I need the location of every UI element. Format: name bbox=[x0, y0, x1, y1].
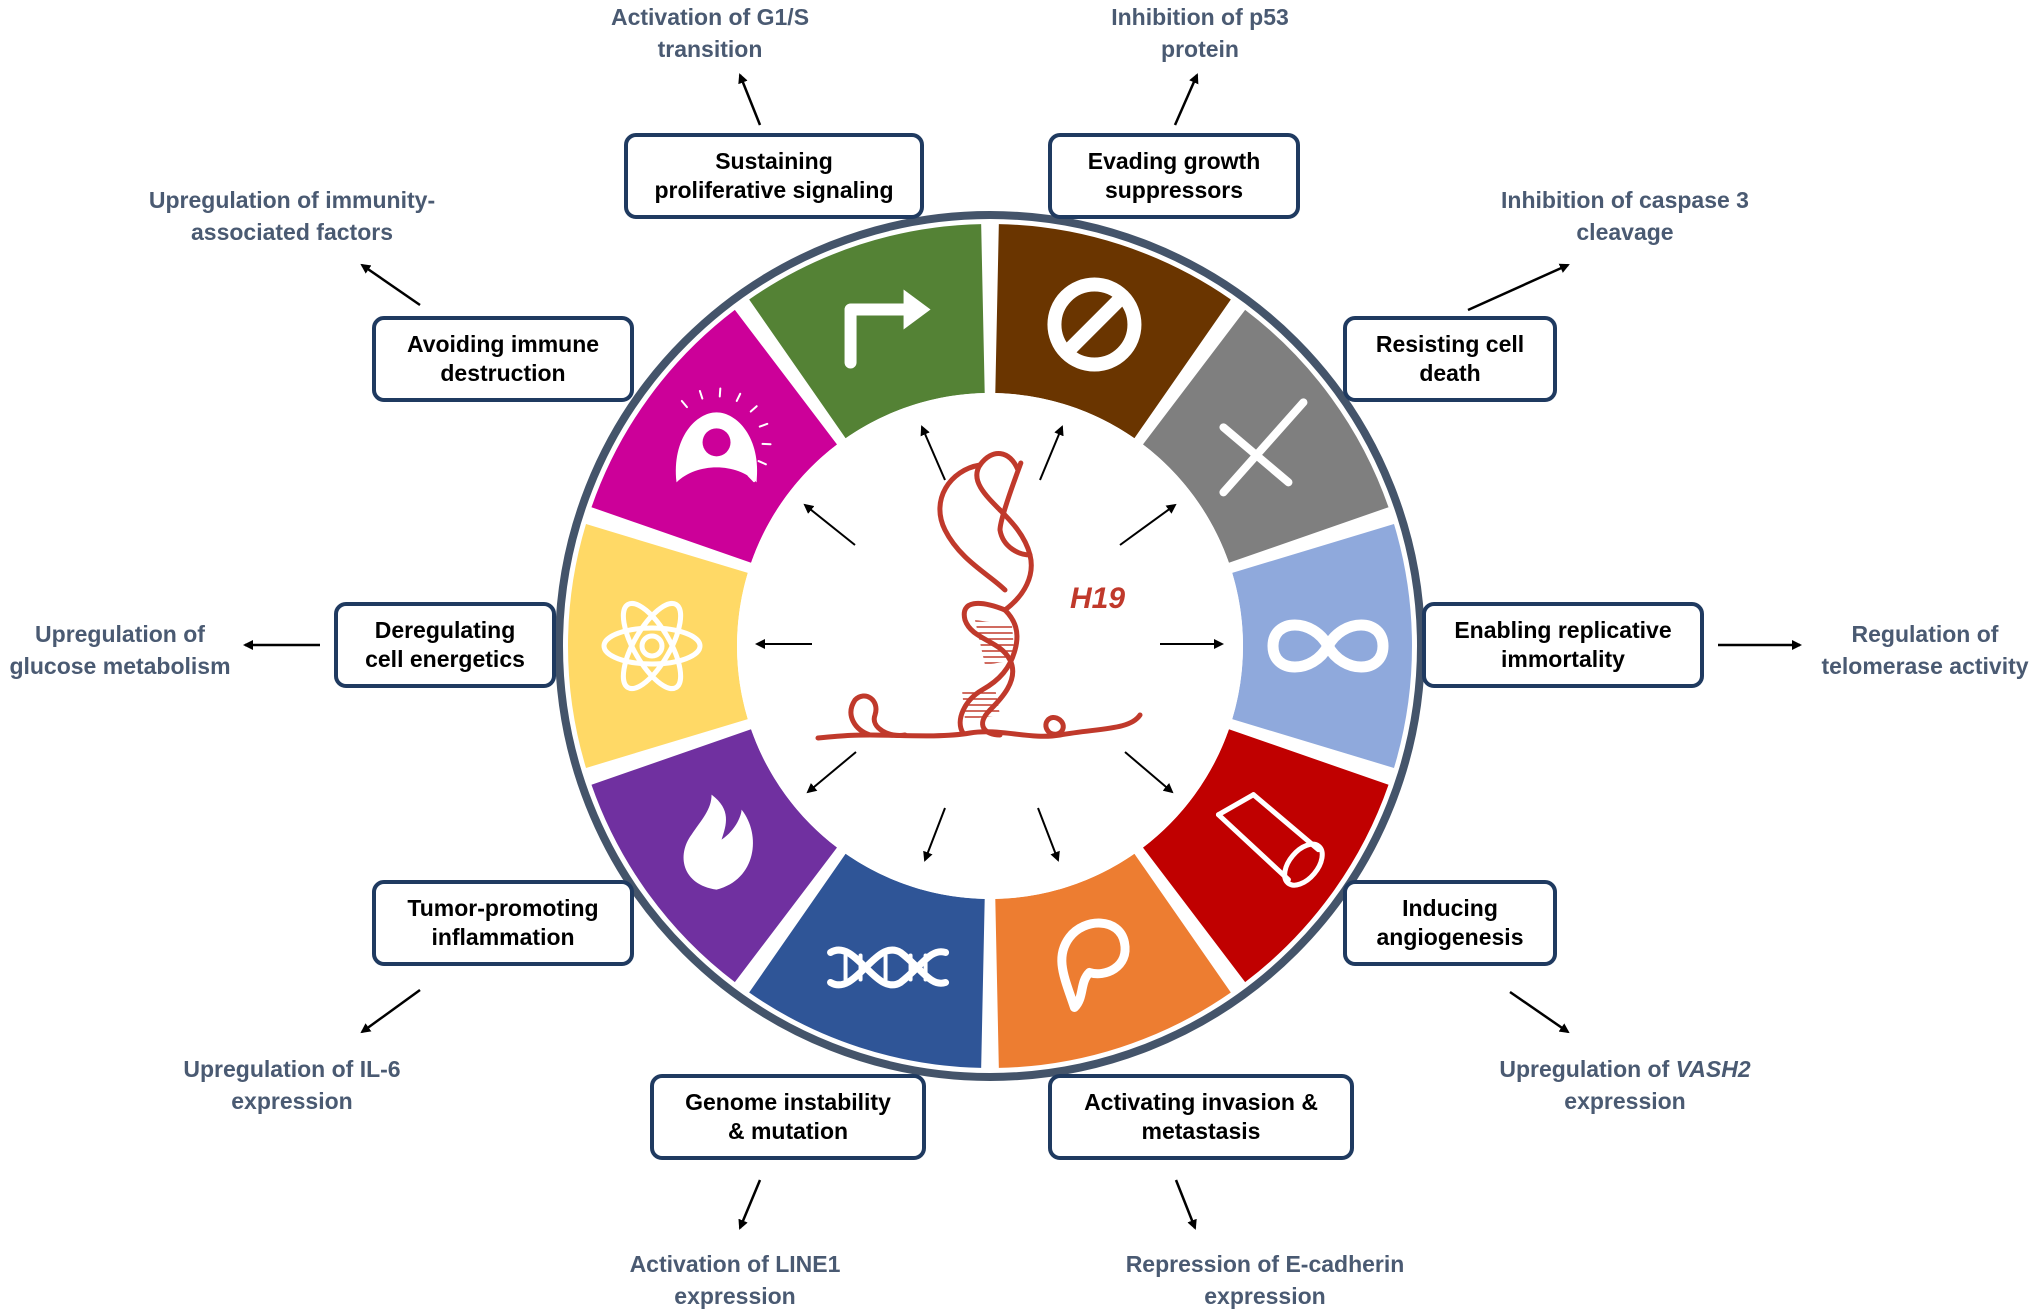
arrow-to-invasion bbox=[1037, 807, 1060, 862]
effect-genome: Activation of LINE1 expression bbox=[630, 1248, 841, 1312]
dna-icon bbox=[827, 946, 950, 989]
hallmark-label-line: Tumor-promoting bbox=[407, 895, 599, 921]
segment-genome bbox=[749, 853, 985, 1068]
arrow-to-genome bbox=[923, 807, 946, 862]
arrow-effect-growth-suppressors bbox=[1173, 73, 1199, 126]
effect-line: cleavage bbox=[1576, 219, 1674, 245]
cross-icon bbox=[1219, 398, 1308, 497]
hallmark-box-energetics: Deregulating cell energetics bbox=[334, 602, 556, 688]
rna-duplex-hatch-lower bbox=[962, 688, 1000, 720]
hallmark-label-line: Inducing bbox=[1402, 895, 1498, 921]
flame-icon bbox=[683, 794, 753, 890]
hallmark-box-proliferative: Sustaining proliferative signaling bbox=[624, 133, 924, 219]
arrow-icon bbox=[844, 289, 931, 369]
arrow-effect-genome bbox=[738, 1179, 762, 1230]
effect-line: Upregulation of bbox=[35, 621, 205, 647]
effect-growth-suppressors: Inhibition of p53 protein bbox=[1111, 1, 1289, 65]
effect-replicative-immortality: Regulation of telomerase activity bbox=[1821, 618, 2028, 682]
hallmark-label-line: destruction bbox=[440, 360, 566, 386]
hallmark-label-line: Deregulating bbox=[374, 617, 516, 643]
segment-proliferative bbox=[749, 224, 985, 439]
hallmark-label-line: Activating invasion & bbox=[1084, 1089, 1318, 1115]
hallmark-box-replicative-immortality: Enabling replicative immortality bbox=[1422, 602, 1704, 688]
hallmark-box-growth-suppressors: Evading growth suppressors bbox=[1048, 133, 1300, 219]
arrow-to-inflammation bbox=[806, 751, 857, 794]
atom-icon bbox=[601, 600, 703, 692]
effect-line: glucose metabolism bbox=[9, 653, 231, 679]
vessel-icon bbox=[1215, 792, 1325, 888]
effect-line: Upregulation of VASH2 bbox=[1499, 1056, 1751, 1082]
arrow-effect-proliferative bbox=[738, 73, 762, 126]
effect-immune: Upregulation of immunity-associated fact… bbox=[149, 184, 435, 248]
arrow-effect-immune bbox=[360, 263, 421, 307]
effect-cell-death: Inhibition of caspase 3 cleavage bbox=[1501, 184, 1749, 248]
arrow-effect-inflammation bbox=[360, 988, 421, 1034]
hallmark-label-line: immortality bbox=[1501, 646, 1625, 672]
hallmark-label-line: Avoiding immune bbox=[406, 331, 600, 357]
arrow-to-proliferative bbox=[920, 425, 946, 481]
segment-cell-death bbox=[1142, 309, 1389, 563]
hallmark-box-immune: Avoiding immune destruction bbox=[372, 316, 634, 402]
hallmark-label-line: Resisting cell bbox=[1375, 331, 1525, 357]
arrow-to-cell-death bbox=[1119, 503, 1177, 546]
segment-growth-suppressors bbox=[995, 224, 1231, 439]
h19-label: H19 bbox=[1070, 582, 1126, 615]
effect-line: expression bbox=[1564, 1088, 1686, 1114]
effect-inflammation: Upregulation of IL-6 expression bbox=[183, 1053, 400, 1117]
arrow-effect-cell-death bbox=[1467, 263, 1570, 312]
effect-line: Activation of G1/S bbox=[610, 4, 810, 30]
effect-line: Regulation of bbox=[1851, 621, 1999, 647]
hallmark-box-genome: Genome instability & mutation bbox=[650, 1074, 926, 1160]
hallmark-label-line: Evading growth bbox=[1087, 148, 1261, 174]
hallmark-box-angiogenesis: Inducing angiogenesis bbox=[1343, 880, 1557, 966]
effect-line: expression bbox=[674, 1283, 796, 1309]
cell-icon bbox=[1057, 918, 1130, 1012]
hallmark-label-line: metastasis bbox=[1141, 1118, 1261, 1144]
hallmark-box-inflammation: Tumor-promoting inflammation bbox=[372, 880, 634, 966]
hallmark-box-invasion: Activating invasion & metastasis bbox=[1048, 1074, 1354, 1160]
h19-rna-icon bbox=[815, 451, 1143, 741]
effect-line: associated factors bbox=[191, 219, 393, 245]
arrow-to-angiogenesis bbox=[1124, 751, 1174, 794]
hallmark-label-line: angiogenesis bbox=[1376, 924, 1524, 950]
arrow-to-immune bbox=[803, 503, 856, 546]
immune-cell-icon bbox=[675, 387, 772, 483]
effect-line: Inhibition of p53 bbox=[1111, 4, 1289, 30]
hallmark-label-line: cell energetics bbox=[365, 646, 525, 672]
hallmark-label-line: Sustaining bbox=[715, 148, 833, 174]
hallmark-label-line: Enabling replicative bbox=[1454, 617, 1672, 643]
effect-line: transition bbox=[657, 36, 763, 62]
effect-invasion: Repression of E-cadherin expression bbox=[1126, 1248, 1405, 1312]
hallmark-label-line: suppressors bbox=[1104, 177, 1244, 203]
effect-energetics: Upregulation of glucose metabolism bbox=[9, 618, 230, 682]
effect-line: Inhibition of caspase 3 bbox=[1501, 187, 1749, 213]
effect-line: Repression of E-cadherin bbox=[1125, 1251, 1405, 1277]
arrow-effect-invasion bbox=[1174, 1179, 1197, 1230]
effect-line: expression bbox=[1204, 1283, 1326, 1309]
segment-invasion bbox=[995, 853, 1231, 1068]
effect-line: Upregulation of immunity- bbox=[148, 187, 436, 213]
hallmark-label-line: inflammation bbox=[431, 924, 575, 950]
no-entry-icon bbox=[1047, 277, 1142, 372]
infinity-icon bbox=[1267, 619, 1389, 673]
effect-proliferative: Activation of G1/S transition bbox=[611, 1, 809, 65]
effect-line: protein bbox=[1161, 36, 1239, 62]
arrow-effect-angiogenesis bbox=[1509, 990, 1570, 1034]
arrow-to-growth-suppressors bbox=[1039, 425, 1064, 481]
rna-duplex-hatch bbox=[975, 620, 1015, 665]
effect-line: expression bbox=[231, 1088, 353, 1114]
effect-line: Upregulation of IL-6 bbox=[183, 1056, 401, 1082]
hallmark-label-line: proliferative signaling bbox=[654, 177, 894, 203]
hallmark-label-line: death bbox=[1419, 360, 1481, 386]
effect-line: telomerase activity bbox=[1821, 653, 2029, 679]
hallmark-label-line: & mutation bbox=[727, 1118, 849, 1144]
hallmark-box-cell-death: Resisting cell death bbox=[1343, 316, 1557, 402]
effect-angiogenesis: Upregulation of VASH2 expression bbox=[1499, 1053, 1750, 1117]
effect-line: Activation of LINE1 bbox=[629, 1251, 841, 1277]
segment-energetics bbox=[567, 524, 748, 768]
hallmark-label-line: Genome instability bbox=[685, 1089, 891, 1115]
